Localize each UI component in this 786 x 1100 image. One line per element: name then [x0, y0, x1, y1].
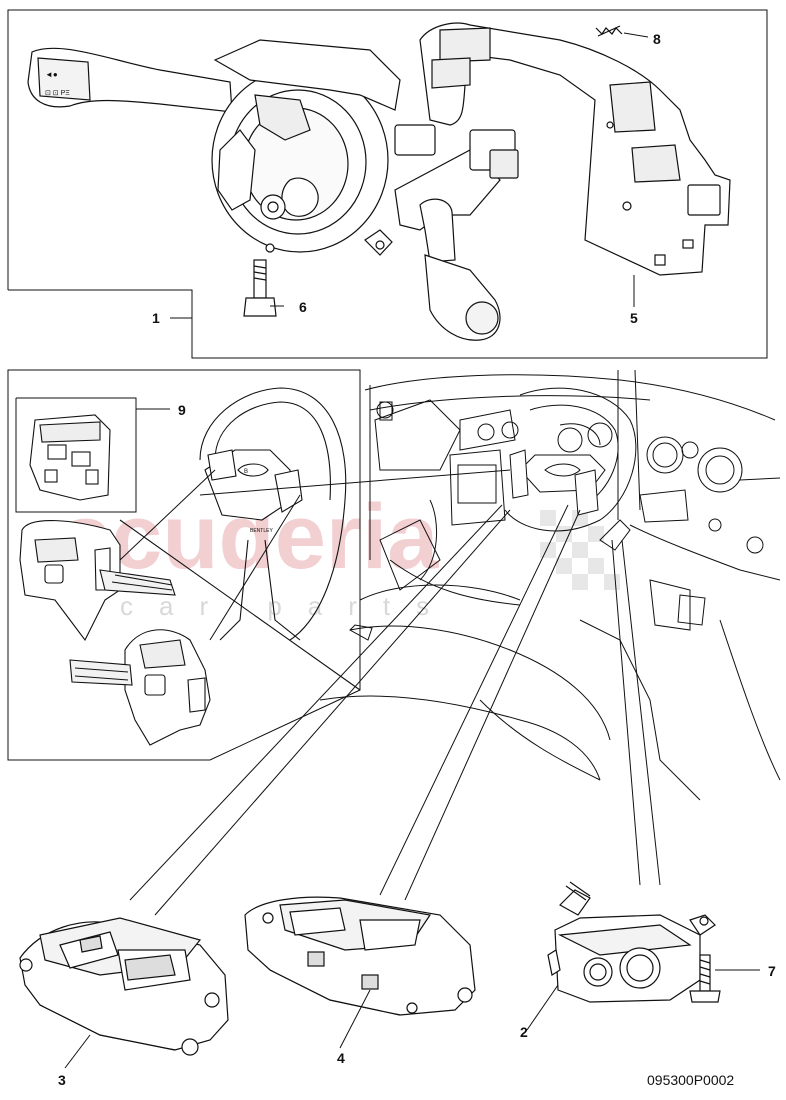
callout-2: 2 — [520, 1024, 528, 1040]
car-interior-dashboard — [319, 374, 781, 801]
callout-8: 8 — [653, 31, 661, 47]
callout-7: 7 — [768, 963, 776, 979]
steering-wheel-inset-frame — [7, 369, 361, 761]
spring — [595, 25, 623, 37]
callout-leaders — [64, 32, 760, 1069]
leader-lines — [119, 369, 661, 916]
callout-6: 6 — [299, 299, 307, 315]
steering-wheel-module — [29, 414, 111, 501]
inset-steering-wheel: B BENTLEY — [119, 387, 361, 691]
watermark: scuderia car parts — [60, 486, 620, 621]
callout-9: 9 — [178, 402, 186, 418]
callout-3: 3 — [58, 1072, 66, 1088]
callout-labels: 1 2 3 4 5 6 7 8 9 — [58, 31, 776, 1088]
watermark-checker-flag — [540, 510, 620, 590]
callout-1: 1 — [152, 310, 160, 326]
svg-text:⊡ ⊡ PΞ: ⊡ ⊡ PΞ — [45, 90, 70, 97]
document-number: 095300P0002 — [647, 1072, 734, 1088]
svg-text:B: B — [244, 469, 248, 475]
left-steering-wheel-switch — [19, 917, 229, 1056]
top-frame — [7, 9, 768, 359]
svg-text:BENTLEY: BENTLEY — [250, 528, 273, 534]
combination-switch-assembly: ◄● ⊡ ⊡ PΞ — [27, 39, 519, 341]
inset-right-switch-panel — [69, 629, 211, 746]
column-control-unit — [419, 22, 731, 276]
bolt — [243, 259, 277, 317]
right-steering-wheel-switch — [244, 896, 476, 1016]
svg-text:◄●: ◄● — [45, 70, 58, 79]
callout-5: 5 — [630, 310, 638, 326]
screw — [689, 954, 721, 1003]
inset-left-switch-panel — [19, 520, 176, 642]
control-knob-switch — [547, 881, 716, 1003]
callout-4: 4 — [337, 1050, 345, 1066]
watermark-sub: car parts — [120, 591, 455, 621]
